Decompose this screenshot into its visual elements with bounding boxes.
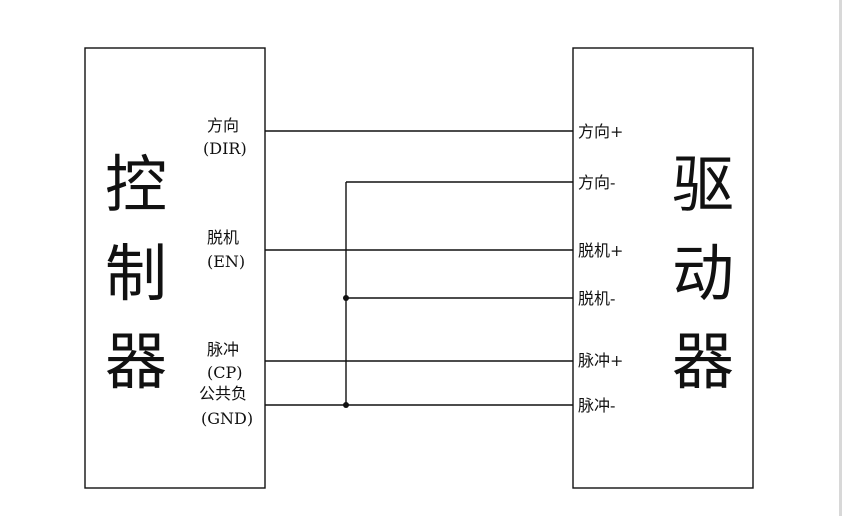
driver-pin-cp-plus: 脉冲+ xyxy=(578,351,623,370)
controller-box xyxy=(84,47,266,489)
driver-pin-en-minus: 脱机- xyxy=(578,289,615,308)
controller-pin-dir-sub: (DIR) xyxy=(203,139,247,158)
controller-pin-en-label: 脱机 xyxy=(207,228,239,247)
controller-pin-cp-label: 脉冲 xyxy=(207,340,239,359)
controller-pin-dir-label: 方向 xyxy=(207,116,239,135)
driver-title-char-2: 动 xyxy=(672,237,734,310)
driver-title-char-3: 器 xyxy=(672,325,734,398)
controller-pin-gnd-label: 公共负 xyxy=(199,384,247,403)
scrollbar-edge xyxy=(839,0,842,516)
driver-pin-cp-minus: 脉冲- xyxy=(578,396,615,415)
driver-title-char-1: 驱 xyxy=(672,148,734,221)
driver-box xyxy=(572,47,754,489)
junction-en-minus xyxy=(343,295,349,301)
driver-pin-dir-minus: 方向- xyxy=(578,173,615,192)
controller-title-char-3: 器 xyxy=(105,325,167,398)
controller-pin-gnd-sub: (GND) xyxy=(201,409,253,428)
driver-pin-en-plus: 脱机+ xyxy=(578,241,623,260)
driver-pin-dir-plus: 方向+ xyxy=(578,122,623,141)
controller-title-char-1: 控 xyxy=(105,148,167,221)
controller-title-char-2: 制 xyxy=(105,237,167,310)
controller-pin-en-sub: (EN) xyxy=(207,252,245,271)
controller-pin-cp-sub: (CP) xyxy=(207,363,243,382)
junction-gnd xyxy=(343,402,349,408)
